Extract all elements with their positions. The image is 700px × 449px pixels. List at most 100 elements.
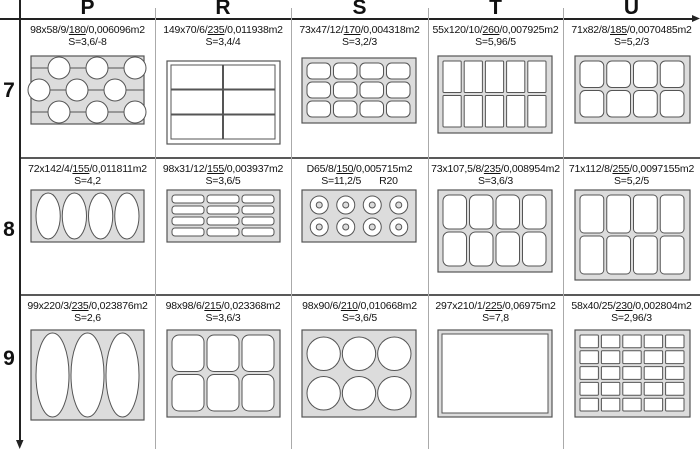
column-header-u: U <box>623 0 640 19</box>
cavity <box>105 332 140 418</box>
cavity <box>395 201 403 209</box>
spec-s-value: S=3,4/4 <box>205 36 241 48</box>
spec-s-value: S=3,6/3 <box>205 312 241 324</box>
cavity <box>606 235 631 275</box>
spec-area: /0,002804m2 <box>632 300 692 312</box>
cavity <box>171 227 205 237</box>
cavity <box>27 78 51 102</box>
cavity <box>359 62 384 80</box>
cavity <box>61 192 87 240</box>
cavity <box>579 334 599 349</box>
cavity <box>223 64 276 90</box>
spec-temperature: 185 <box>610 24 627 36</box>
spec-s-value: S=3,2/3 <box>341 36 378 48</box>
cavity <box>241 334 275 372</box>
cavity <box>622 397 642 412</box>
cavity <box>442 60 462 93</box>
cavity <box>206 216 240 226</box>
cavity <box>442 194 467 230</box>
spec-temperature: 225 <box>485 300 503 312</box>
cavity <box>441 333 549 414</box>
column-header-p: P <box>80 0 95 19</box>
spec-temperature: 255 <box>612 163 630 175</box>
cavity <box>306 336 341 371</box>
cavity <box>522 194 547 230</box>
cavity <box>333 62 358 80</box>
cavity <box>123 100 147 124</box>
spec-area: /0,06975m2 <box>502 300 556 312</box>
cavity <box>171 194 205 204</box>
spec-s-value: S=3,6/5 <box>341 312 378 324</box>
spec-dimensions: 71x82/8/ <box>571 24 610 36</box>
spec-s-value: S=3,6/3 <box>477 175 514 187</box>
column-separator <box>563 8 564 449</box>
tray-diagram <box>301 189 417 243</box>
row-label-8: 8 <box>3 218 15 241</box>
column-separator <box>155 8 156 449</box>
cavity <box>206 227 240 237</box>
spec-temperature: 170 <box>343 24 361 36</box>
cavity <box>643 350 664 365</box>
cavity <box>241 374 275 412</box>
cavity <box>442 95 462 128</box>
cavity <box>622 350 642 365</box>
tray-diagram <box>30 189 145 243</box>
spec-area: /0,010668m2 <box>357 300 417 312</box>
cavity <box>341 336 377 371</box>
spec-area: /0,023876m2 <box>88 300 148 312</box>
cavity <box>622 366 642 380</box>
cavity <box>306 81 331 99</box>
cavity <box>522 231 547 267</box>
spec-dimensions: 58x40/25/ <box>571 300 616 312</box>
tray-diagram <box>301 329 417 418</box>
cavity <box>665 350 685 365</box>
cavity <box>463 60 483 93</box>
cavity <box>114 192 140 240</box>
cavity <box>386 100 411 118</box>
tray-diagram <box>437 329 553 418</box>
cavity <box>368 223 376 231</box>
cavity <box>484 95 505 128</box>
spec-area: /0,004318m2 <box>360 24 420 36</box>
cavity <box>359 100 384 118</box>
cavity <box>315 201 323 209</box>
cavity <box>386 62 411 80</box>
cavity <box>633 235 658 275</box>
spec-temperature: 235 <box>483 163 501 175</box>
spec-temperature: 210 <box>340 300 358 312</box>
spec-dimensions: D65/8/ <box>306 163 337 175</box>
spec-dimensions: 98x90/6/ <box>302 300 341 312</box>
cavity <box>469 194 494 230</box>
spec-temperature: 235 <box>207 24 225 36</box>
cavity <box>123 56 147 80</box>
tray-diagram <box>437 189 553 273</box>
cavity <box>579 194 605 234</box>
cavity <box>223 114 276 140</box>
cavity <box>665 366 685 380</box>
cavity <box>622 334 642 349</box>
spec-dimensions: 73x107,5/8/ <box>431 163 484 175</box>
cavity <box>579 235 605 275</box>
column-header-s: S <box>352 0 367 19</box>
cavity <box>206 334 240 372</box>
cavity <box>223 89 276 115</box>
cavity <box>606 90 631 118</box>
cavity <box>579 90 605 118</box>
spec-s-value: S=2,96/3 <box>611 312 652 324</box>
tray-diagram <box>27 55 147 125</box>
cavity <box>659 90 685 118</box>
spec-s-value: S=4,2 <box>74 175 101 187</box>
